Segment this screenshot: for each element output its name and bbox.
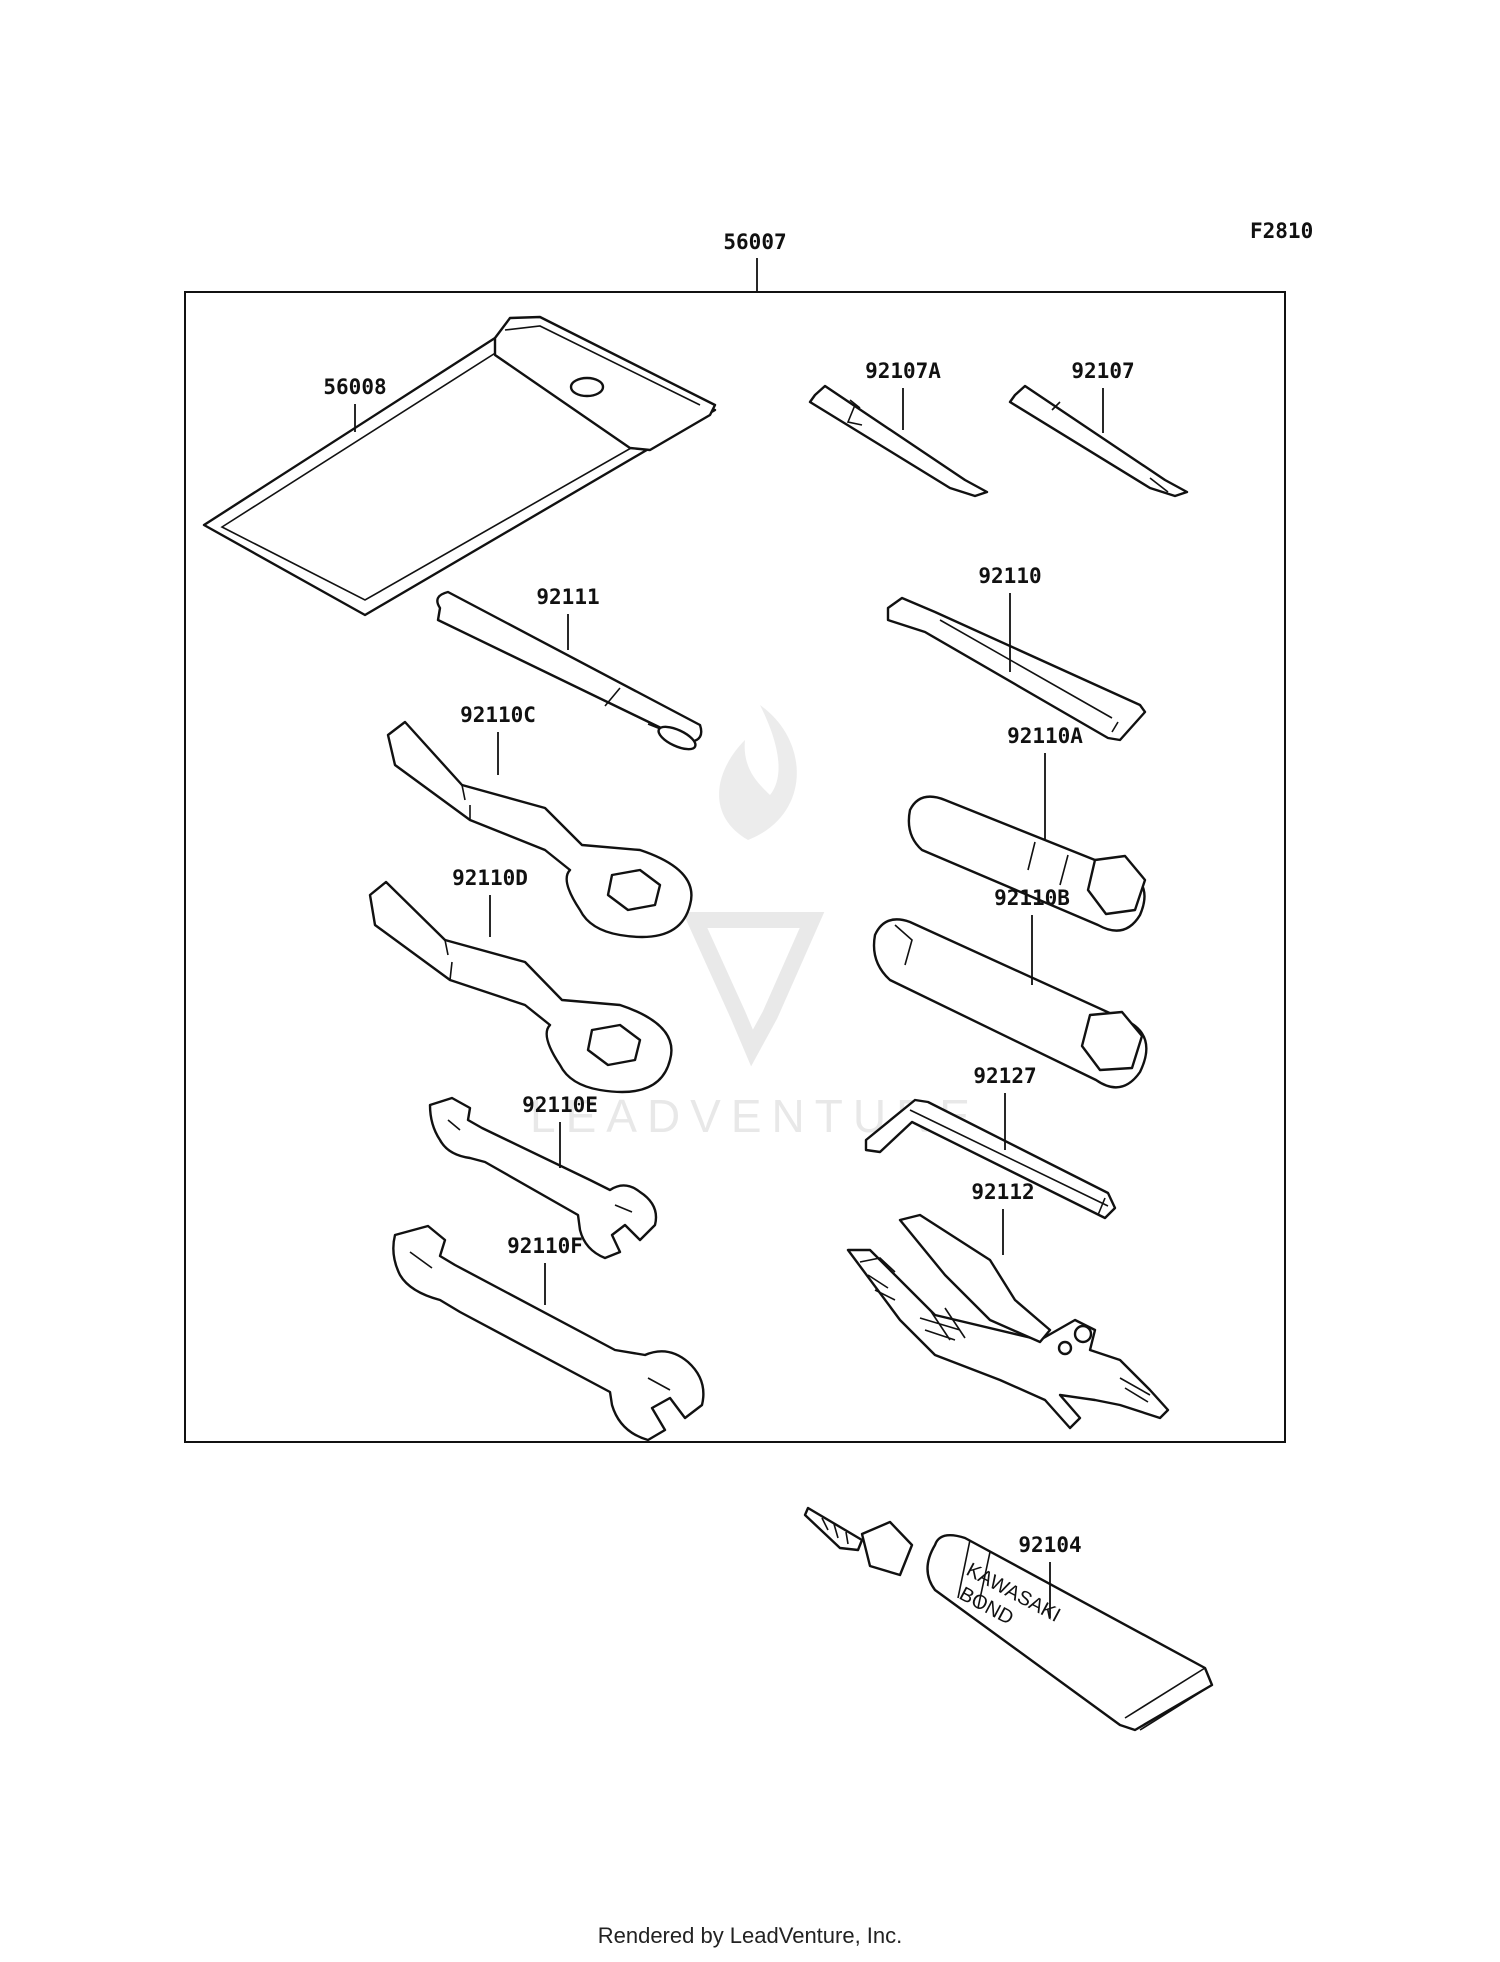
part-92110[interactable]: 92110 (886, 564, 1147, 742)
glue-tube-icon (926, 1534, 1214, 1732)
part-label: 92110D (452, 866, 528, 890)
box-wrench-icon (872, 918, 1148, 1089)
part-56008[interactable]: 56008 (202, 315, 717, 617)
spanner-bar-icon (886, 596, 1147, 742)
part-label: 92111 (536, 585, 599, 609)
cap-icon (860, 1520, 914, 1577)
nozzle-icon (803, 1506, 864, 1552)
open-end-wrench-icon (392, 1224, 705, 1442)
assembly-frame (184, 291, 1286, 1443)
part-92127[interactable]: 92127 (864, 1064, 1117, 1220)
part-label: 92127 (973, 1064, 1036, 1088)
part-label: 92110A (1007, 724, 1083, 748)
part-label: 92112 (971, 1180, 1034, 1204)
hex-key-icon (864, 1098, 1117, 1220)
flame-logo-icon (719, 705, 797, 840)
part-label: 92107 (1071, 359, 1134, 383)
pliers-icon (846, 1248, 1170, 1430)
part-92110D[interactable]: 92110D (368, 866, 673, 1094)
screwdriver-bit-icon (808, 384, 989, 498)
part-label: 92110C (460, 703, 536, 727)
figure-code: F2810 (1250, 219, 1313, 243)
part-92110E[interactable]: 92110E (428, 1093, 658, 1260)
part-92111[interactable]: 92111 (436, 585, 703, 754)
part-92107[interactable]: 92107 (1008, 359, 1189, 498)
v-logo-icon (682, 912, 825, 1067)
open-end-wrench-icon (428, 1096, 658, 1260)
part-label: 92104 (1018, 1533, 1081, 1557)
render-credit: Rendered by LeadVenture, Inc. (597, 1923, 903, 1948)
part-label: 92110 (978, 564, 1041, 588)
part-92110B[interactable]: 92110B (872, 886, 1148, 1089)
part-92104[interactable]: KAWASAKI BOND 92104 (803, 1506, 1214, 1732)
box-wrench-icon (907, 795, 1146, 932)
part-label: 92110B (994, 886, 1070, 910)
assembly-label: 56007 (723, 230, 786, 254)
part-92110A[interactable]: 92110A (907, 724, 1147, 932)
part-label: 92110E (522, 1093, 598, 1117)
part-92110C[interactable]: 92110C (386, 703, 693, 939)
part-label: 56008 (323, 375, 386, 399)
part-92110F[interactable]: 92110F (392, 1224, 705, 1442)
screwdriver-bit-icon (1008, 384, 1189, 498)
part-92112[interactable]: 92112 (846, 1180, 1170, 1430)
part-label: 92107A (865, 359, 941, 383)
part-92107A[interactable]: 92107A (808, 359, 989, 498)
part-label: 92110F (507, 1234, 583, 1258)
